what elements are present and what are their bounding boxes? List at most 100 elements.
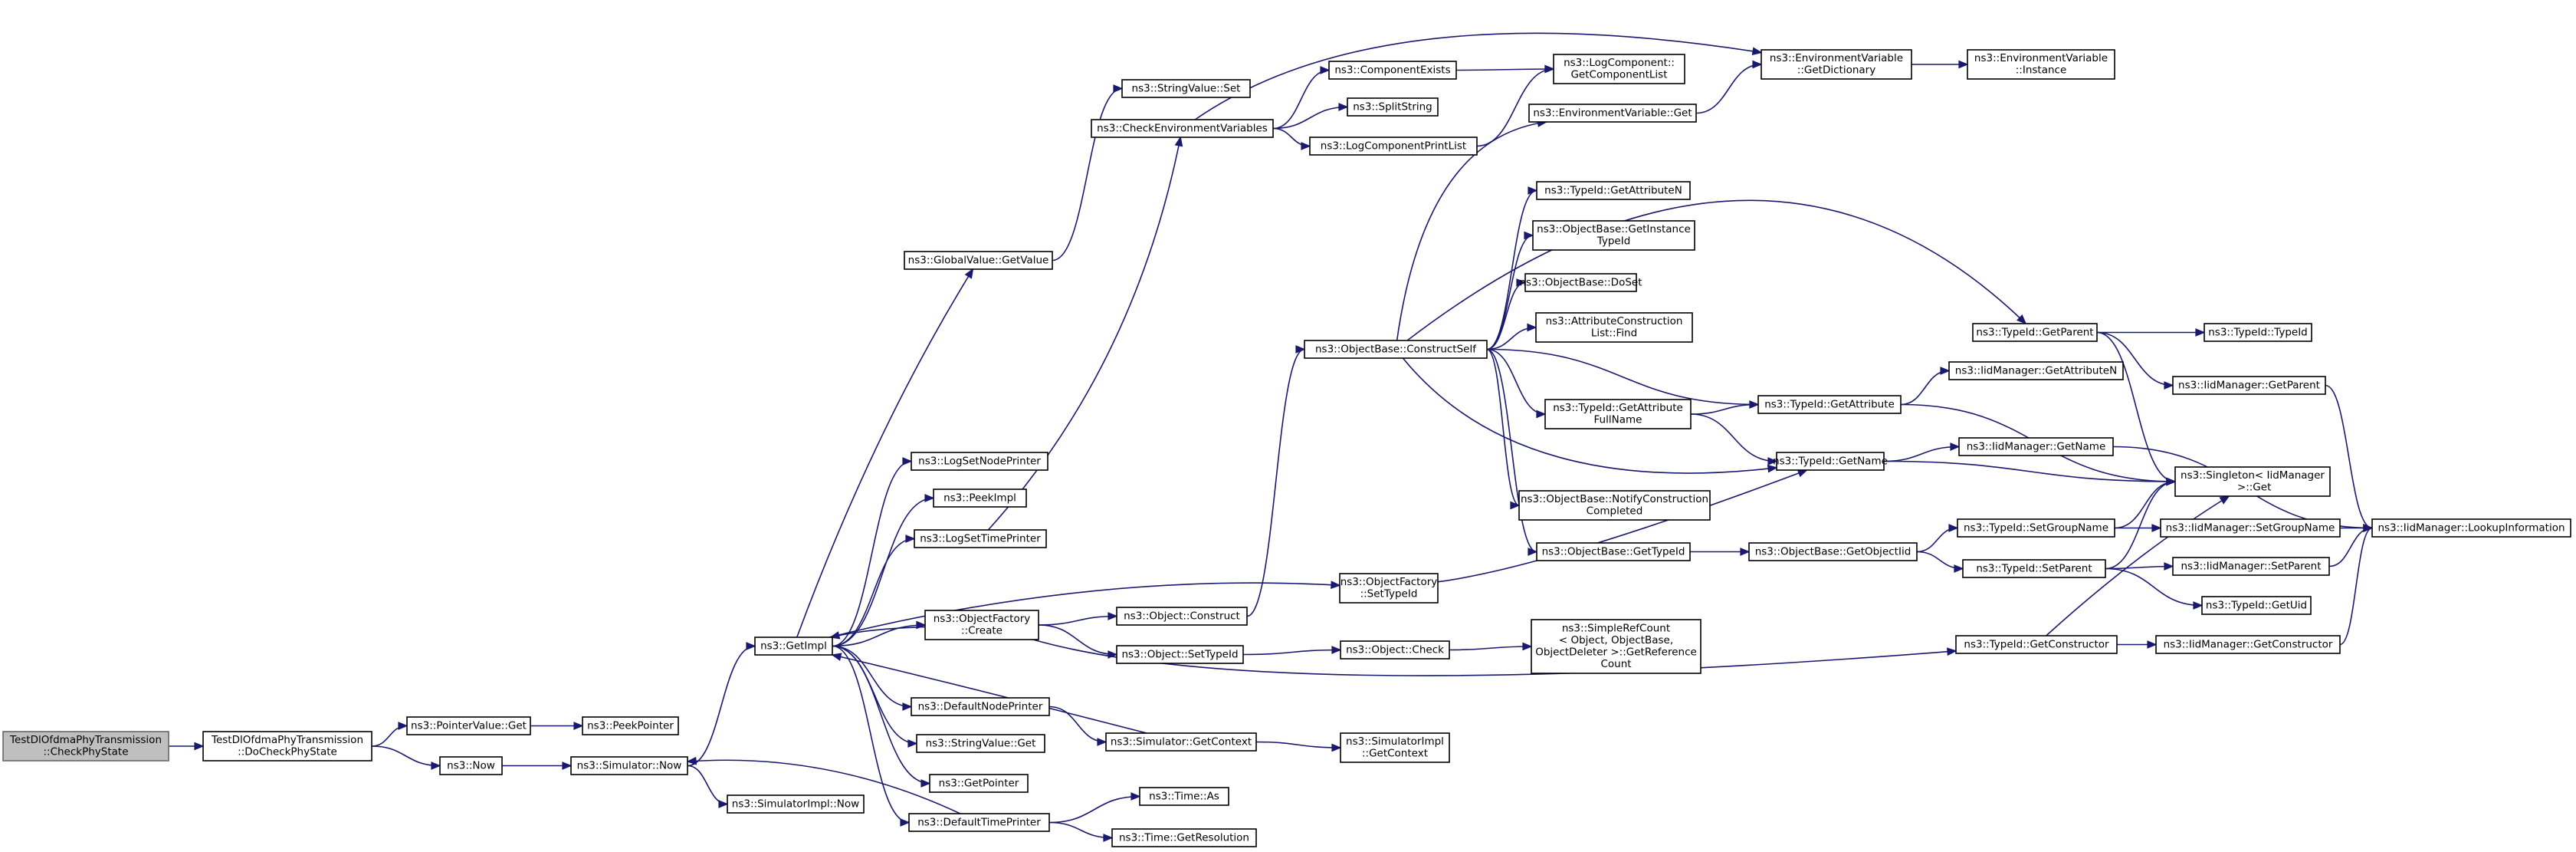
node-envdict[interactable]: ns3::EnvironmentVariable::GetDictionary: [1761, 49, 1912, 80]
node-defnode[interactable]: ns3::DefaultNodePrinter: [911, 697, 1050, 716]
node-ofsettid[interactable]: ns3::ObjectFactory::SetTypeId: [1339, 573, 1439, 604]
node-label-line: ns3::TypeId::GetName: [1773, 455, 1888, 467]
node-compexists[interactable]: ns3::ComponentExists: [1328, 61, 1457, 80]
node-getimpl[interactable]: ns3::GetImpl: [754, 637, 833, 656]
node-constructself[interactable]: ns3::ObjectBase::ConstructSelf: [1304, 340, 1488, 359]
node-svget[interactable]: ns3::StringValue::Get: [916, 734, 1045, 753]
edge-constructself-to-tidgetparent: [1406, 199, 2027, 341]
node-tidtid[interactable]: ns3::TypeId::TypeId: [2204, 323, 2312, 342]
node-svset[interactable]: ns3::StringValue::Set: [1121, 79, 1251, 98]
node-objcheck[interactable]: ns3::Object::Check: [1340, 640, 1450, 660]
node-label-line: ns3::EnvironmentVariable::Get: [1533, 107, 1692, 119]
node-doset[interactable]: ns3::ObjectBase::DoSet: [1519, 273, 1642, 292]
node-logcompget[interactable]: ns3::LogComponent::GetComponentList: [1553, 54, 1685, 84]
node-label-line: GetComponentList: [1570, 69, 1667, 81]
node-logcompprint[interactable]: ns3::LogComponentPrintList: [1309, 137, 1478, 156]
node-ofcreate[interactable]: ns3::ObjectFactory::Create: [924, 610, 1039, 640]
node-timeas[interactable]: ns3::Time::As: [1139, 787, 1229, 806]
node-label-line: ns3::Time::As: [1149, 790, 1219, 802]
node-iidgetattrn[interactable]: ns3::IidManager::GetAttributeN: [1948, 361, 2124, 380]
edge-checkenv-to-compexists: [1272, 66, 1331, 130]
node-logsettime[interactable]: ns3::LogSetTimePrinter: [914, 529, 1047, 548]
node-label-line: ::Instance: [2016, 64, 2067, 77]
node-label-line: ns3::TypeId::GetConstructor: [1964, 638, 2109, 650]
edge-arrowhead: [1751, 47, 1763, 56]
edge-getattrfull-to-tidgetattr: [1690, 400, 1760, 415]
node-label-line: ns3::EnvironmentVariable: [1974, 52, 2108, 64]
node-tidgetparent[interactable]: ns3::TypeId::GetParent: [1972, 323, 2098, 342]
node-peekimpl[interactable]: ns3::PeekImpl: [933, 489, 1027, 508]
node-label-line: < Object, ObjectBase,: [1559, 634, 1673, 646]
edge-arrowhead: [1174, 136, 1183, 147]
node-iidsetgroup[interactable]: ns3::IidManager::SetGroupName: [2160, 518, 2341, 538]
edge-line: [1486, 348, 1759, 406]
edge-arrowhead: [2164, 562, 2174, 571]
node-simgetctx[interactable]: ns3::Simulator::GetContext: [1105, 732, 1257, 752]
node-notifycons[interactable]: ns3::ObjectBase::NotifyConstructionCompl…: [1518, 490, 1711, 521]
node-obgetoid[interactable]: ns3::ObjectBase::GetObjectIid: [1748, 542, 1918, 561]
node-getptr[interactable]: ns3::GetPointer: [929, 774, 1029, 793]
node-envget[interactable]: ns3::EnvironmentVariable::Get: [1528, 104, 1697, 123]
edge-tidsetgroup-to-iidsetgroup: [2115, 524, 2162, 532]
node-box: [1304, 340, 1488, 359]
node-deftime[interactable]: ns3::DefaultTimePrinter: [908, 813, 1050, 832]
node-simimplnow[interactable]: ns3::SimulatorImpl::Now: [727, 794, 865, 814]
edge-line: [987, 137, 1181, 531]
node-objconstruct[interactable]: ns3::Object::Construct: [1116, 607, 1248, 626]
node-now[interactable]: ns3::Now: [439, 756, 503, 775]
node-box: [1962, 559, 2106, 578]
node-iidsetparent[interactable]: ns3::IidManager::SetParent: [2172, 557, 2330, 576]
node-iidgetctor[interactable]: ns3::IidManager::GetConstructor: [2155, 635, 2341, 654]
node-tidgetctor[interactable]: ns3::TypeId::GetConstructor: [1955, 635, 2118, 654]
node-label-line: ns3::Object::SetTypeId: [1121, 648, 1238, 660]
node-root[interactable]: TestDlOfdmaPhyTransmission::CheckPhyStat…: [2, 731, 169, 762]
node-label-line: ns3::IidManager::GetAttributeN: [1955, 364, 2117, 377]
function-nodes: TestDlOfdmaPhyTransmission::CheckPhyStat…: [2, 49, 2571, 847]
node-box: [929, 774, 1029, 793]
node-tidgetattr[interactable]: ns3::TypeId::GetAttribute: [1757, 395, 1902, 414]
node-peekptr[interactable]: ns3::PeekPointer: [582, 716, 679, 735]
node-getattrn[interactable]: ns3::TypeId::GetAttributeN: [1536, 181, 1691, 200]
node-lookup[interactable]: ns3::IidManager::LookupInformation: [2371, 518, 2571, 538]
node-label-line: ns3::LogComponentPrintList: [1321, 140, 1466, 152]
node-obgettid[interactable]: ns3::ObjectBase::GetTypeId: [1536, 542, 1691, 561]
node-iidgetname[interactable]: ns3::IidManager::GetName: [1958, 437, 2114, 456]
node-splitstr[interactable]: ns3::SplitString: [1347, 97, 1439, 117]
node-logsetnode[interactable]: ns3::LogSetNodePrinter: [911, 452, 1048, 471]
edge-line: [1272, 106, 1348, 130]
edge-ofcreate-to-getimpl: [829, 626, 926, 640]
node-label-line: ns3::ObjectFactory: [1341, 576, 1438, 588]
node-label-line: ns3::TypeId::SetGroupName: [1964, 521, 2108, 534]
node-tidgetname[interactable]: ns3::TypeId::GetName: [1773, 452, 1888, 471]
edge-tidgetname-to-singleton: [1883, 460, 2177, 486]
node-tidgetuid[interactable]: ns3::TypeId::GetUid: [2201, 596, 2312, 615]
edge-line: [1038, 624, 1117, 656]
node-tidsetparent[interactable]: ns3::TypeId::SetParent: [1962, 559, 2106, 578]
node-pvget[interactable]: ns3::PointerValue::Get: [406, 716, 531, 735]
node-label-line: ns3::SimulatorImpl::Now: [732, 798, 859, 810]
node-docheck[interactable]: TestDlOfdmaPhyTransmission::DoCheckPhySt…: [202, 731, 372, 762]
node-box: [908, 813, 1050, 832]
edge-line: [2105, 567, 2203, 607]
node-singleton[interactable]: ns3::Singleton< IidManager >::Get: [2174, 466, 2331, 497]
edge-arrowhead: [924, 494, 935, 502]
edge-line: [1883, 446, 1960, 462]
node-simnow[interactable]: ns3::Simulator::Now: [570, 756, 688, 775]
node-envinst[interactable]: ns3::EnvironmentVariable::Instance: [1967, 49, 2115, 80]
node-simimplctx[interactable]: ns3::SimulatorImpl::GetContext: [1340, 732, 1450, 763]
node-objsettid[interactable]: ns3::Object::SetTypeId: [1116, 645, 1244, 664]
node-label-line: ns3::IidManager::GetConstructor: [2164, 638, 2333, 650]
node-iidgetparent[interactable]: ns3::IidManager::GetParent: [2172, 376, 2326, 395]
edge-checkenv-to-envdict: [1194, 32, 1763, 120]
edge-tidgetname-to-iidgetname: [1883, 442, 1961, 462]
node-box: [1972, 323, 2098, 342]
node-gvgetvalue[interactable]: ns3::GlobalValue::GetValue: [904, 251, 1053, 270]
node-tidsetgroup[interactable]: ns3::TypeId::SetGroupName: [1957, 518, 2115, 538]
node-box: [2371, 518, 2571, 538]
node-timeres[interactable]: ns3::Time::GetResolution: [1111, 828, 1257, 847]
node-refcount[interactable]: ns3::SimpleRefCount< Object, ObjectBase,…: [1531, 619, 1701, 674]
node-checkenv[interactable]: ns3::CheckEnvironmentVariables: [1091, 119, 1274, 138]
